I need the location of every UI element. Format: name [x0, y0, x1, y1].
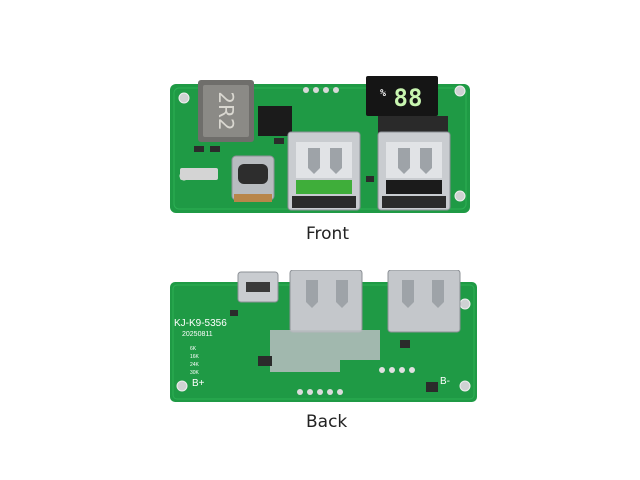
- svg-text:30K: 30K: [190, 370, 200, 376]
- caption-front: Front: [306, 224, 349, 244]
- solder-pad-area: [270, 330, 380, 372]
- led-display: % 88: [366, 76, 438, 116]
- svg-text:24K: 24K: [190, 362, 200, 368]
- pcb-back-photo: KJ-K9-5356 20250811 6K 16K 24K 30K B+ B-: [170, 270, 477, 402]
- usb-a-port-1: [287, 131, 361, 211]
- svg-text:6K: 6K: [190, 346, 197, 352]
- board-model: KJ-K9-5356: [174, 318, 227, 329]
- header-pins-right: [379, 367, 415, 373]
- mount-hole: [176, 380, 188, 392]
- mount-hole: [178, 92, 190, 104]
- mount-hole: [454, 190, 466, 202]
- usb-c-port: [231, 155, 275, 202]
- smd-components: [194, 138, 374, 182]
- usb-a-back-2: [387, 270, 461, 333]
- usb-a-port-2: [377, 131, 451, 211]
- display-ribbon: [378, 116, 448, 134]
- b-plus-label: B+: [192, 378, 205, 389]
- ic-chip: [258, 106, 292, 136]
- usb-a-back-1: [289, 270, 363, 333]
- header-pins-back: [297, 389, 343, 395]
- display-unit: %: [380, 88, 386, 99]
- mount-hole: [459, 298, 471, 310]
- resistor-labels: 6K 16K 24K 30K: [190, 346, 200, 376]
- smd-components-back: [230, 310, 438, 392]
- mount-hole: [459, 380, 471, 392]
- caption-back: Back: [306, 412, 348, 432]
- b-minus-label: B-: [440, 376, 450, 387]
- pcb-front-photo: 2R2 % 88: [170, 76, 470, 213]
- header-pads: [303, 87, 339, 93]
- switch: [180, 168, 218, 180]
- display-reading: 88: [394, 84, 423, 112]
- mount-hole: [454, 85, 466, 97]
- svg-text:16K: 16K: [190, 354, 200, 360]
- inductor: 2R2: [198, 80, 254, 142]
- inductor-marking: 2R2: [214, 91, 238, 130]
- board-date-code: 20250811: [182, 331, 213, 338]
